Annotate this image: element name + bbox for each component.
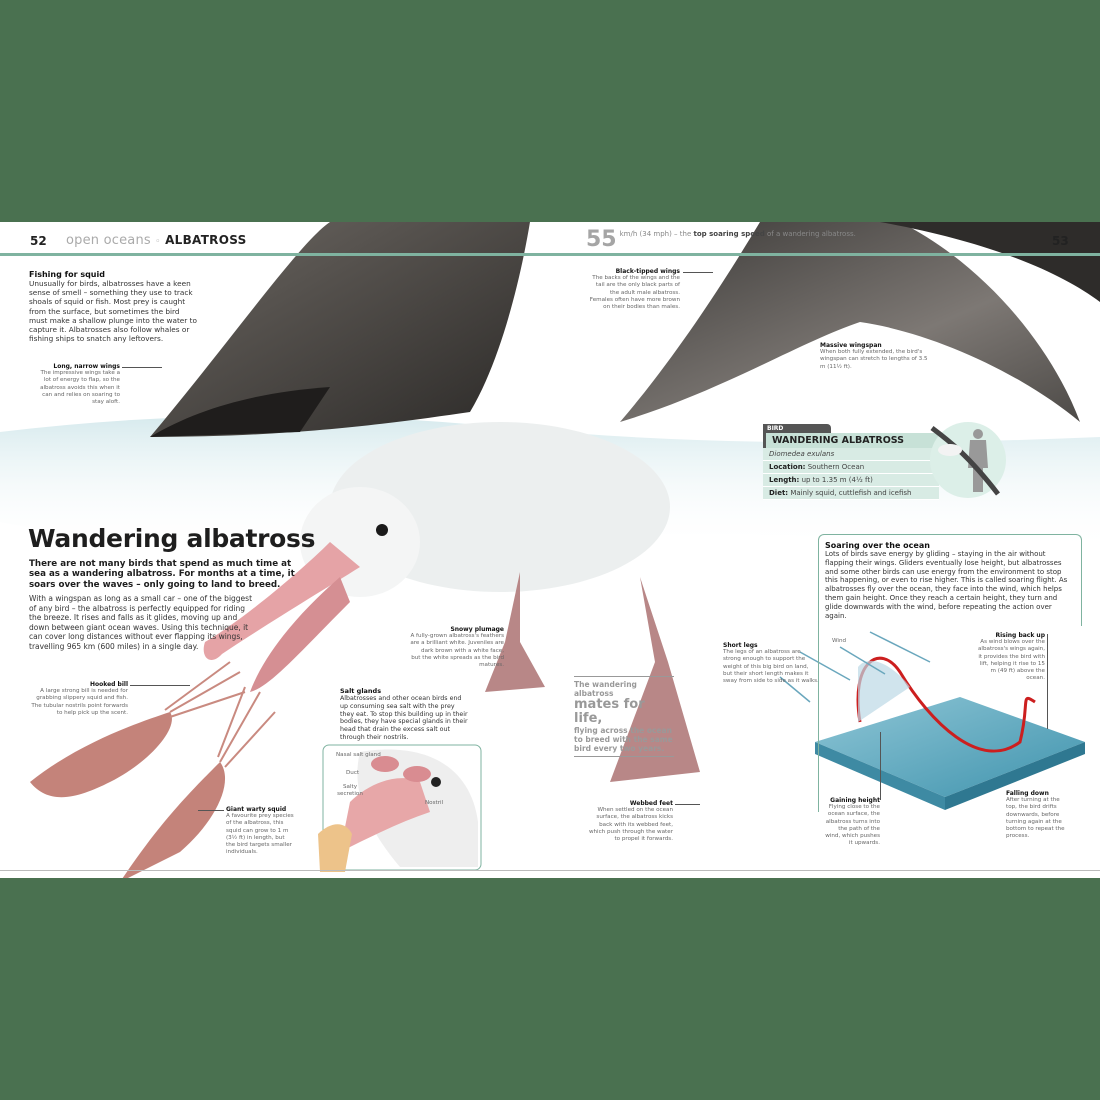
intro-paragraph: With a wingspan as long as a small car –…	[29, 594, 253, 651]
factfile: BIRD WANDERING ALBATROSS Diomedea exulan…	[763, 424, 939, 500]
left-page-number: 52	[30, 234, 47, 248]
fishing-heading: Fishing for squid	[29, 270, 105, 279]
leader-line	[683, 272, 713, 273]
footer-rule	[0, 870, 1100, 871]
caption-massive-wingspan: Massive wingspan When both fully extende…	[820, 342, 928, 370]
pull-quote: The wandering albatross mates for life, …	[574, 676, 674, 757]
leader-line	[1047, 634, 1048, 729]
section-name: open oceans	[66, 233, 151, 248]
book-spread: 52 open oceans ◦ ALBATROSS 55 km/h (34 m…	[0, 222, 1100, 878]
caption-gaining-height: Gaining height Flying close to the ocean…	[825, 797, 880, 847]
topic-name: ALBATROSS	[165, 233, 247, 247]
right-page-number: 53	[1052, 234, 1069, 248]
soaring-heading: Soaring over the ocean	[825, 541, 930, 550]
caption-long-wings: Long, narrow wings The impressive wings …	[40, 363, 120, 406]
factfile-scientific-name: Diomedea exulans	[763, 448, 939, 461]
breadcrumb: open oceans ◦ ALBATROSS	[66, 233, 247, 248]
stat-number: 55	[586, 227, 617, 252]
caption-snowy-plumage: Snowy plumage A fully-grown albatross's …	[410, 626, 504, 669]
factfile-diet: Diet: Mainly squid, cuttlefish and icefi…	[763, 487, 939, 500]
separator-icon: ◦	[155, 237, 161, 247]
factfile-location: Location: Southern Ocean	[763, 461, 939, 474]
leader-line	[675, 804, 700, 805]
label-wind: Wind	[832, 638, 847, 644]
albatross-illustration	[0, 222, 1100, 878]
size-comparison-icon	[930, 422, 1006, 498]
caption-black-tipped-wings: Black-tipped wings The backs of the wing…	[589, 268, 680, 311]
salt-glands-body: Albatrosses and other ocean birds end up…	[340, 695, 468, 741]
page-title: Wandering albatross	[28, 524, 316, 553]
caption-hooked-bill: Hooked bill A large strong bill is neede…	[31, 681, 128, 716]
header-rule	[0, 253, 1100, 256]
factfile-length: Length: up to 1.35 m (4½ ft)	[763, 474, 939, 487]
factfile-category: BIRD	[763, 424, 831, 433]
lead-paragraph: There are not many birds that spend as m…	[29, 559, 295, 590]
leader-line	[122, 367, 162, 368]
stat-callout: 55 km/h (34 mph) – the top soaring speed…	[586, 227, 856, 252]
leader-line	[130, 685, 190, 686]
soaring-panel-border	[818, 544, 819, 812]
soaring-panel: Soaring over the ocean Lots of birds sav…	[818, 534, 1082, 627]
salt-glands-panel: Salt glands Albatrosses and other ocean …	[340, 687, 470, 742]
label-duct: Duct	[346, 770, 360, 776]
leader-line	[198, 810, 224, 811]
label-salty-secretion: Salty secretion	[337, 784, 363, 798]
salt-glands-heading: Salt glands	[340, 687, 382, 695]
soaring-body: Lots of birds save energy by gliding – s…	[825, 550, 1068, 620]
fishing-body: Unusually for birds, albatrosses have a …	[29, 279, 197, 344]
caption-falling-down: Falling down After turning at the top, t…	[1006, 790, 1065, 840]
caption-giant-warty-squid: Giant warty squid A favourite prey speci…	[226, 806, 294, 856]
fishing-panel: Fishing for squid Unusually for birds, a…	[29, 270, 199, 343]
label-nasal-salt-gland: Nasal salt gland	[336, 752, 381, 758]
factfile-name: WANDERING ALBATROSS	[763, 433, 939, 448]
leader-line	[880, 732, 881, 800]
caption-rising-back-up: Rising back up As wind blows over the al…	[977, 632, 1045, 682]
caption-webbed-feet: Webbed feet When settled on the ocean su…	[588, 800, 673, 843]
caption-short-legs: Short legs The legs of an albatross are …	[723, 642, 819, 685]
label-nostril: Nostril	[425, 800, 444, 806]
